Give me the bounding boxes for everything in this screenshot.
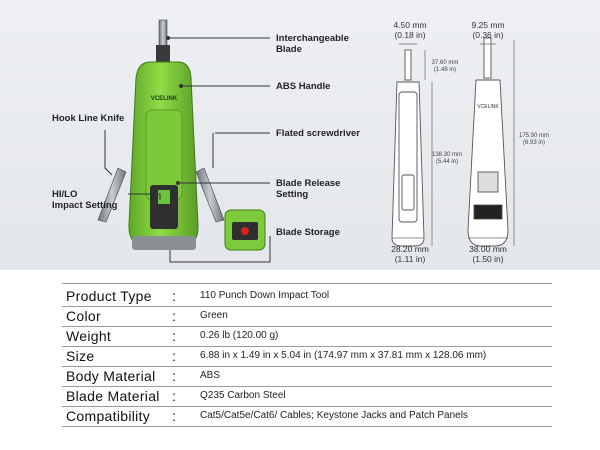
spec-value: 6.88 in x 1.49 in x 5.04 in (174.97 mm x… xyxy=(200,350,487,361)
dim-total-length: 175.90 mm(6.93 in) xyxy=(518,133,549,146)
table-row: Blade Material: Q235 Carbon Steel xyxy=(62,386,552,407)
table-row: Body Material: ABS xyxy=(62,366,552,387)
spec-value: 110 Punch Down Impact Tool xyxy=(200,290,330,301)
spec-value: Cat5/Cat5e/Cat6/ Cables; Keystone Jacks … xyxy=(200,410,468,421)
spec-colon: : xyxy=(172,308,176,324)
table-row: Size: 6.88 in x 1.49 in x 5.04 in (174.97… xyxy=(62,346,552,367)
product-illustration-area: VCELINK VCE xyxy=(0,0,600,270)
row-divider xyxy=(62,346,552,347)
spec-colon: : xyxy=(172,328,176,344)
dim-blade-side: 9.25 mm(0.36 in) xyxy=(471,20,505,40)
row-divider xyxy=(62,386,552,387)
blade-storage-icon xyxy=(224,209,266,251)
table-row: Weight: 0.26 lb (120.00 g) xyxy=(62,326,552,347)
callout-hilo-impact: HI/LO Impact Setting xyxy=(52,189,118,211)
spec-value: 0.26 lb (120.00 g) xyxy=(200,330,279,341)
side-view-drawing xyxy=(467,37,509,247)
callout-blade-storage: Blade Storage xyxy=(276,227,340,238)
dim-blade-front: 4.50 mm(0.18 in) xyxy=(393,20,427,40)
spec-colon: : xyxy=(172,388,176,404)
front-view-drawing xyxy=(391,49,425,247)
dim-base-side: 38.00 mm(1.50 in) xyxy=(469,244,507,264)
hilo-switch-icon xyxy=(150,185,178,229)
spec-key: Product Type xyxy=(66,288,152,304)
callout-flated-screwdriver: Flated screwdriver xyxy=(276,128,360,139)
table-row: Color: Green xyxy=(62,306,552,327)
tool-brand-label: VCELINK xyxy=(151,96,178,102)
callout-hook-line-knife: Hook Line Knife xyxy=(52,113,125,124)
spec-key: Color xyxy=(66,308,101,324)
punch-down-tool-illustration: VCELINK VCE xyxy=(97,19,515,263)
spec-key: Body Material xyxy=(66,368,156,384)
spec-value: ABS xyxy=(200,370,221,381)
callout-blade-release: Blade Release Setting xyxy=(276,178,341,200)
blade-icon xyxy=(156,19,170,63)
row-divider xyxy=(62,366,552,367)
spec-colon: : xyxy=(172,288,176,304)
row-divider xyxy=(62,406,552,407)
spec-value: Green xyxy=(200,310,228,321)
table-row: Product Type: 110 Punch Down Impact Tool xyxy=(62,286,552,307)
row-divider xyxy=(62,426,552,427)
row-divider xyxy=(62,326,552,327)
table-row: Compatibility: Cat5/Cat5e/Cat6/ Cables; K… xyxy=(62,406,552,427)
table-top-rule xyxy=(62,283,552,284)
spec-key: Blade Material xyxy=(66,388,160,404)
dim-blade-length: 37.60 mm(1.48 in) xyxy=(431,60,459,73)
dim-base-front: 28.20 mm(1.11 in) xyxy=(391,244,429,264)
drawing-brand-label: VCELINK xyxy=(477,104,499,110)
spec-colon: : xyxy=(172,408,176,424)
row-divider xyxy=(62,306,552,307)
spec-value: Q235 Carbon Steel xyxy=(200,390,286,401)
spec-colon: : xyxy=(172,348,176,364)
spec-colon: : xyxy=(172,368,176,384)
spec-key: Compatibility xyxy=(66,408,151,424)
spec-key: Weight xyxy=(66,328,112,344)
callout-abs-handle: ABS Handle xyxy=(276,81,331,92)
callout-interchangeable-blade: Interchangeable Blade xyxy=(276,33,349,55)
hook-knife-icon xyxy=(97,167,225,223)
spec-key: Size xyxy=(66,348,95,364)
dim-body-length: 138.30 mm(5.44 in) xyxy=(431,152,462,165)
